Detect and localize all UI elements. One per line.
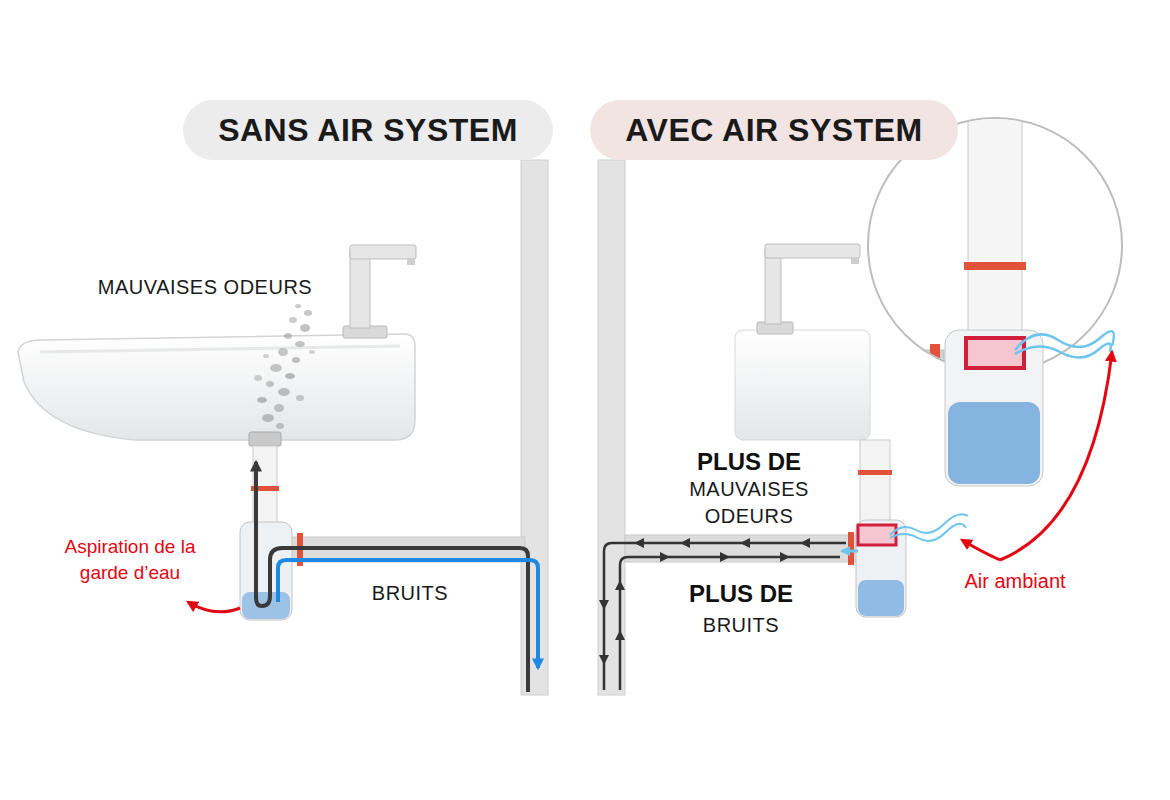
odour-particle [309, 350, 315, 354]
water-seal [858, 580, 904, 616]
leader-arrow [1000, 352, 1112, 560]
water-seal [948, 402, 1040, 484]
wall-pipe [521, 160, 548, 695]
odour-particle [254, 375, 262, 381]
callout-label: Air ambiant [964, 568, 1065, 595]
flow-chevron [599, 600, 609, 610]
flow-chevrons [599, 538, 810, 665]
air-wave [890, 524, 966, 541]
faucet-tip [407, 258, 415, 265]
washbasin [18, 334, 415, 440]
odour-particle [284, 333, 292, 339]
odour-particles [254, 304, 315, 429]
odour-particle [289, 317, 297, 323]
odour-particle [278, 348, 288, 356]
header-text: SANS AIR SYSTEM [218, 112, 518, 149]
flow-chevron [615, 580, 625, 590]
odour-particle [266, 381, 274, 387]
odour-particle [304, 310, 312, 316]
pipe-ring [930, 344, 940, 418]
odour-particle [270, 364, 282, 372]
odour-particle [262, 414, 274, 422]
benefit-label: MAUVAISES ODEURS [674, 476, 824, 530]
odour-label: MAUVAISES ODEURS [98, 274, 312, 301]
header-pill: SANS AIR SYSTEM [183, 100, 553, 160]
inset-pipe [864, 350, 944, 412]
header-pill: AVEC AIR SYSTEM [590, 100, 958, 160]
flow-chevron [615, 630, 625, 640]
flow-chevron [634, 538, 644, 548]
odour-particle [276, 423, 284, 429]
benefit-label: BRUITS [703, 612, 779, 639]
odour-particle [285, 373, 295, 379]
air-wave [1015, 343, 1111, 357]
inset-trap [945, 330, 1043, 486]
pipe-ring [964, 262, 1026, 270]
faucet-body [350, 250, 370, 328]
odour-particle [278, 388, 290, 396]
odour-particle [274, 404, 284, 412]
noise-label: BRUITS [372, 580, 448, 607]
air-waves [890, 514, 968, 541]
pipe-ring [858, 470, 892, 475]
air-inlet-arrow [842, 550, 858, 553]
air-waves [1015, 331, 1114, 357]
callout-label: Aspiration de la garde d’eau [48, 534, 213, 585]
air-flow-line [256, 462, 528, 692]
header-text: AVEC AIR SYSTEM [625, 112, 922, 149]
odour-particle [300, 324, 310, 332]
flow-chevron [780, 552, 790, 562]
faucet-spout [350, 245, 416, 259]
faucet-spout [765, 244, 860, 258]
flow-chevron [680, 538, 690, 548]
flow-chevron [660, 552, 670, 562]
faucet-tip [851, 257, 859, 264]
flow-chevron [740, 538, 750, 548]
flow-chevron [720, 552, 730, 562]
odour-particle [296, 395, 304, 401]
flow-chevron [599, 655, 609, 665]
odour-particle [263, 354, 269, 358]
drain-pipe [860, 440, 890, 525]
leader-arrow [188, 602, 240, 612]
air-flow-line [604, 543, 846, 690]
odour-particle [295, 341, 305, 347]
inset-pipe [968, 110, 1022, 335]
odour-particle [295, 304, 301, 308]
benefit-heading: PLUS DE [697, 446, 801, 478]
washbasin [735, 330, 870, 440]
faucet-body [765, 250, 781, 324]
flow-chevron [800, 538, 810, 548]
odour-particle [257, 397, 267, 403]
benefit-heading: PLUS DE [689, 578, 793, 610]
pipe-ring [848, 532, 854, 565]
basin-rim [40, 346, 400, 352]
air-flow-line [620, 557, 840, 690]
odour-particle [292, 357, 300, 363]
water-flow-line [278, 560, 538, 668]
leader-arrow [962, 540, 1000, 560]
drain-plug [249, 432, 281, 446]
